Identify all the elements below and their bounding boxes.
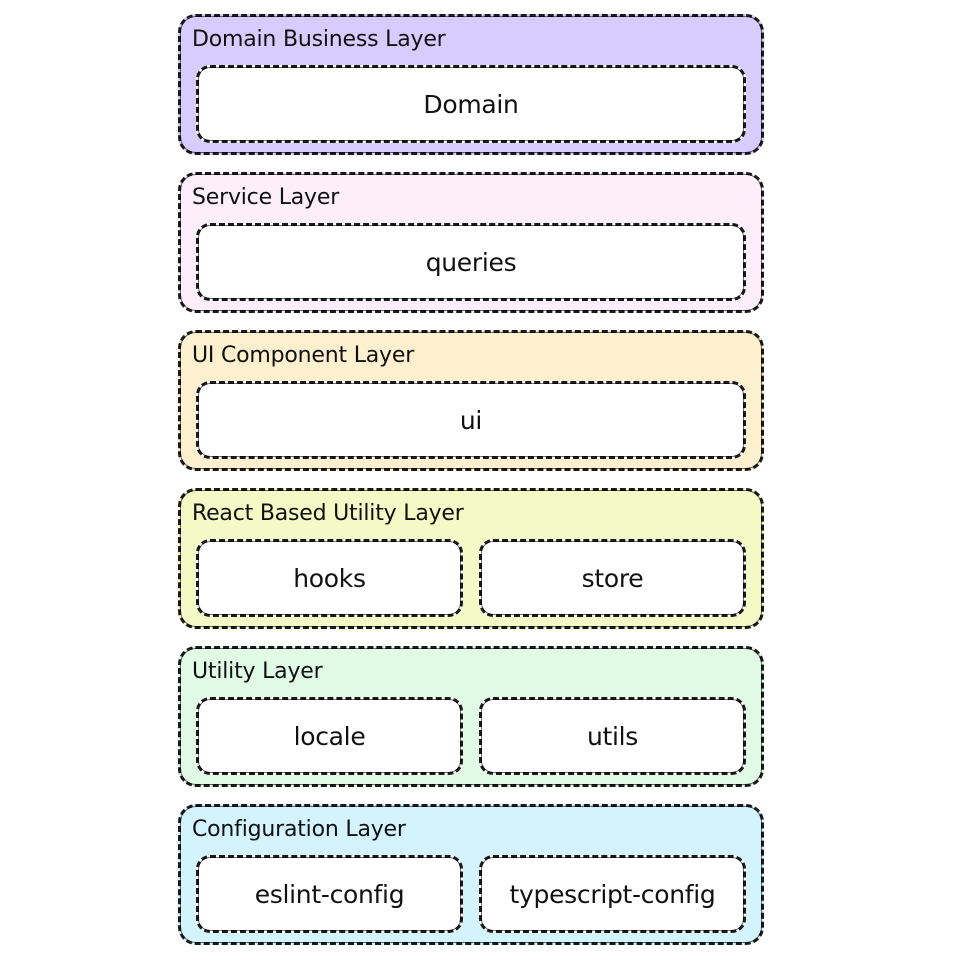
layer-react-utility: React Based Utility Layer hooks store: [178, 488, 764, 629]
layer-domain-business: Domain Business Layer Domain: [178, 14, 764, 155]
module-label: locale: [293, 721, 366, 751]
module-locale[interactable]: locale: [196, 697, 463, 775]
module-row: queries: [196, 223, 746, 301]
module-queries[interactable]: queries: [196, 223, 746, 301]
module-label: store: [581, 563, 644, 593]
layer-title: Service Layer: [192, 185, 340, 210]
module-row: eslint-config typescript-config: [196, 855, 746, 933]
module-label: ui: [459, 405, 483, 435]
module-label: queries: [425, 247, 517, 277]
layer-ui-component: UI Component Layer ui: [178, 330, 764, 471]
module-row: ui: [196, 381, 746, 459]
module-label: Domain: [423, 89, 519, 119]
module-eslint-config[interactable]: eslint-config: [196, 855, 463, 933]
module-label: utils: [586, 721, 639, 751]
module-domain[interactable]: Domain: [196, 65, 746, 143]
layer-diagram: Domain Business Layer Domain Service Lay…: [178, 14, 764, 945]
layer-configuration: Configuration Layer eslint-config typesc…: [178, 804, 764, 945]
module-label: typescript-config: [509, 879, 716, 909]
layer-title: Configuration Layer: [192, 817, 406, 842]
layer-title: UI Component Layer: [192, 343, 415, 368]
module-row: Domain: [196, 65, 746, 143]
layer-title: Utility Layer: [192, 659, 323, 684]
module-hooks[interactable]: hooks: [196, 539, 463, 617]
layer-utility: Utility Layer locale utils: [178, 646, 764, 787]
layer-title: Domain Business Layer: [192, 27, 446, 52]
module-label: eslint-config: [254, 879, 405, 909]
layer-title: React Based Utility Layer: [192, 501, 464, 526]
layer-service: Service Layer queries: [178, 172, 764, 313]
module-row: locale utils: [196, 697, 746, 775]
module-store[interactable]: store: [479, 539, 746, 617]
module-label: hooks: [293, 563, 366, 593]
module-row: hooks store: [196, 539, 746, 617]
module-ui[interactable]: ui: [196, 381, 746, 459]
module-typescript-config[interactable]: typescript-config: [479, 855, 746, 933]
module-utils[interactable]: utils: [479, 697, 746, 775]
